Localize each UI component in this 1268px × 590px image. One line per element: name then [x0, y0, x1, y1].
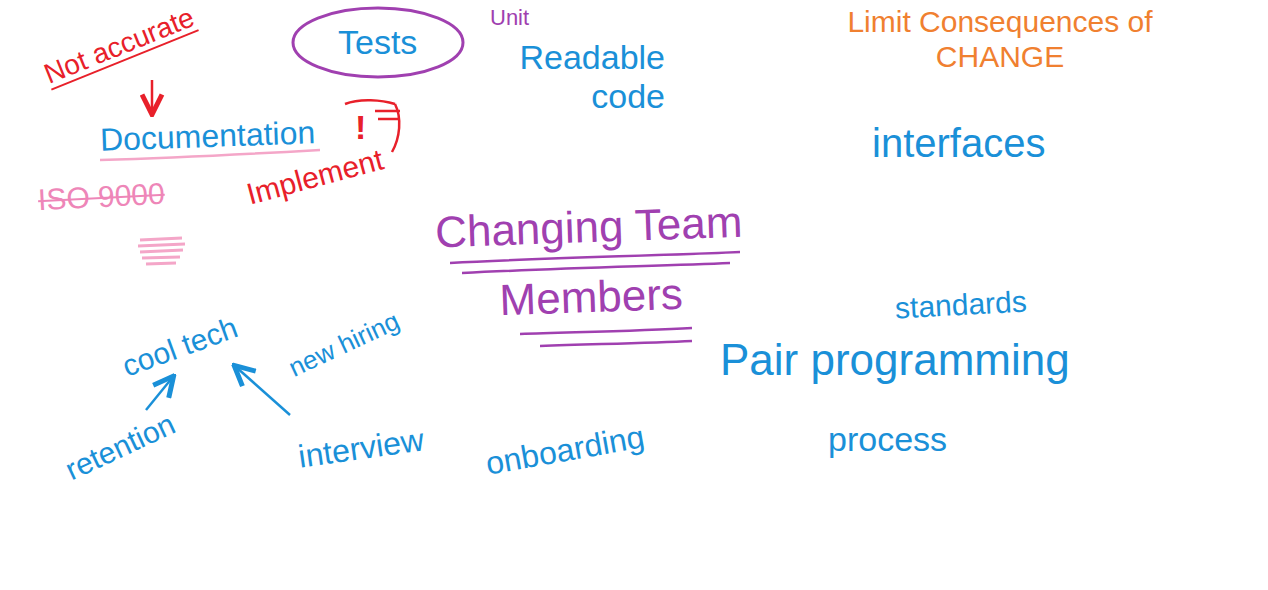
scribble — [138, 238, 185, 264]
idea: interfaces — [872, 120, 1045, 166]
down-arrow — [151, 80, 154, 112]
circled-topic: Tests — [290, 5, 466, 80]
pointer-arrow — [146, 378, 172, 410]
note: Not accurate — [40, 1, 199, 90]
underline — [520, 328, 692, 334]
exclamation: ! — [355, 108, 366, 147]
idea: process — [828, 420, 947, 459]
idea: Documentation — [99, 114, 315, 158]
heading-note: Limit Consequences of CHANGE — [815, 5, 1185, 74]
idea: interview — [296, 421, 426, 475]
idea: new hiring — [284, 306, 404, 383]
note: Unit — [490, 5, 529, 30]
node-text: Tests — [338, 23, 417, 62]
struck-note: ISO 9000 — [37, 177, 165, 218]
node-content: Tests — [338, 23, 417, 62]
pointer-arrow — [236, 367, 290, 415]
idea: standards — [894, 285, 1027, 326]
topic-title: Changing Team Members — [428, 186, 753, 338]
idea: retention — [60, 407, 180, 488]
idea: Readable code — [490, 38, 665, 116]
idea: cool tech — [118, 311, 243, 384]
underline — [540, 341, 692, 346]
idea: onboarding — [483, 418, 647, 482]
idea: Pair programming — [720, 335, 1070, 386]
